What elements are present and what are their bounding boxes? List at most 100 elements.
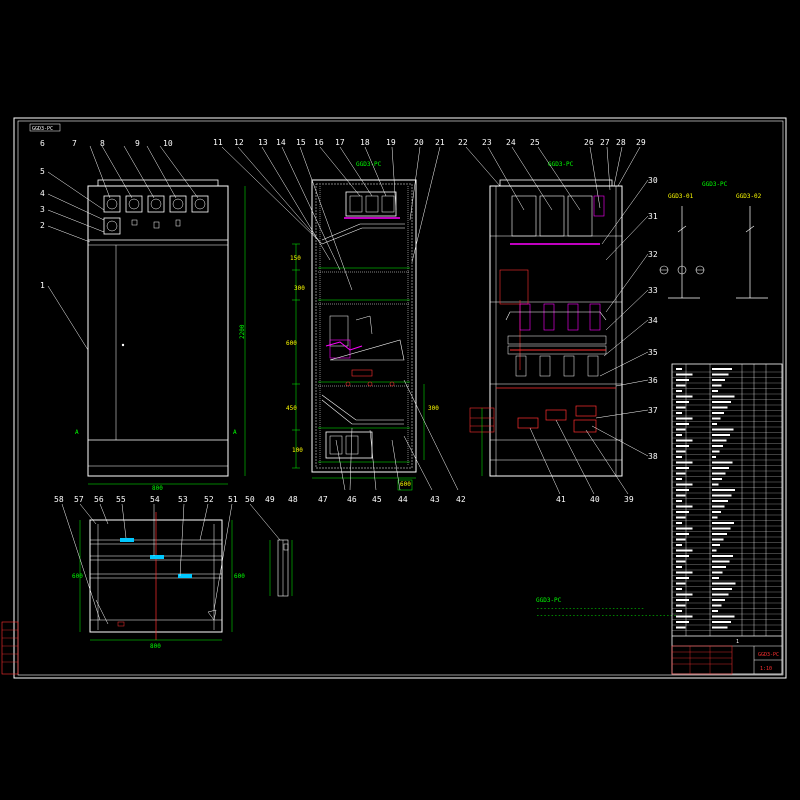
callout-54: 54 [150,495,160,504]
notes-title: GGD3-PC [536,597,562,604]
bom-cell-text [712,626,728,629]
bom-cell-text [676,406,686,409]
side-dim-5: 100 [292,447,303,454]
front-phase-left: A [75,429,79,436]
plan-width-dim: 800 [150,643,161,650]
bom-cell-text [676,423,689,425]
callout-48: 48 [288,495,298,504]
bom-cell-text [676,390,682,392]
bom-cell-text [712,368,732,370]
callout-50: 50 [245,495,255,504]
callout-21: 21 [435,138,445,147]
bom-cell-text [712,615,735,618]
bom-cell-text [712,560,730,563]
callout-8: 8 [100,139,105,148]
bom-cell-text [712,417,721,420]
callout-43: 43 [430,495,440,504]
bom-cell-text [676,417,693,420]
bom-cell-text [676,604,686,607]
callout-10: 10 [163,139,173,148]
bom-cell-text [676,527,693,530]
bom-cell-text [712,544,720,546]
bom-cell-text [712,461,733,464]
callout-46: 46 [347,495,357,504]
bom-cell-text [676,461,693,464]
bom-cell-text [712,588,732,590]
bom-cell-text [712,401,731,403]
callout-41: 41 [556,495,566,504]
bom-cell-text [676,472,686,475]
callout-4: 4 [40,189,45,198]
bom-cell-text [676,450,686,453]
side-callouts [221,146,459,491]
bom-cell-text [676,412,682,414]
bom-cell-text [676,582,686,585]
bom-cell-text [676,483,693,486]
plan-view: 600 600 800 [72,512,245,650]
callout-6: 6 [40,139,45,148]
side-dim-4: 450 [286,405,297,412]
title-block-sheet: 1 [736,639,739,645]
bom-cell-text [676,560,686,563]
bom-cell-text [676,467,689,469]
bom-cell-text [676,626,686,629]
bom-cell-text [676,522,682,524]
bom-cell-text [676,555,689,557]
bom-cell-text [676,599,689,601]
bom-cell-text [712,604,722,607]
bom-cell-text [676,505,693,508]
bom-cell-text [712,472,726,475]
bom-cell-text [712,571,723,574]
callout-26: 26 [584,138,594,147]
bom-cell-text [712,478,722,480]
bom-cell-text [676,588,682,590]
callout-52: 52 [204,495,214,504]
bom-cell-text [712,538,724,541]
bom-cell-text [712,483,719,486]
callout-9: 9 [135,139,140,148]
rear-callouts [465,146,649,495]
bom-cell-text [712,566,726,568]
bom-cell-text [712,610,718,612]
bom-cell-text [676,577,689,579]
title-block-scale: 1:10 [760,666,772,672]
rail-detail [269,539,293,597]
schematic-col-b: GGD3-02 [736,193,762,200]
callout-14: 14 [276,138,286,147]
side-view: GGD3-PC [286,161,439,491]
bom-cell-text [712,412,724,414]
front-width-dim: 800 [152,485,163,492]
callout-7: 7 [72,139,77,148]
callout-24: 24 [506,138,516,147]
bom-cell-text [712,390,718,392]
callout-44: 44 [398,495,408,504]
bom-cell-text [676,621,689,623]
callout-13: 13 [258,138,268,147]
bom-cell-text [676,379,689,381]
bom-cell-text [712,593,729,596]
rear-view: GGD3-PC [469,161,623,477]
front-view: 800 2200 A A [75,179,246,492]
bom-cell-text [712,434,730,436]
bom-cell-text [676,401,689,403]
callout-35: 35 [648,348,658,357]
bom-cell-text [712,500,728,502]
bom-cell-text [676,434,682,436]
callout-51: 51 [228,495,238,504]
bom-cell-text [712,395,735,398]
bom-cell-text [712,522,734,524]
bom-cell-text [712,577,719,579]
bom-cell-text [676,544,682,546]
callout-2: 2 [40,221,45,230]
meter-box-6 [103,217,121,235]
callout-57: 57 [74,495,84,504]
callout-40: 40 [590,495,600,504]
bom-cell-text [712,582,736,585]
bom-cell-text [712,406,728,409]
callout-31: 31 [648,212,658,221]
meter-box-1 [103,195,121,213]
bom-cell-text [712,423,717,425]
callout-18: 18 [360,138,370,147]
callout-53: 53 [178,495,188,504]
